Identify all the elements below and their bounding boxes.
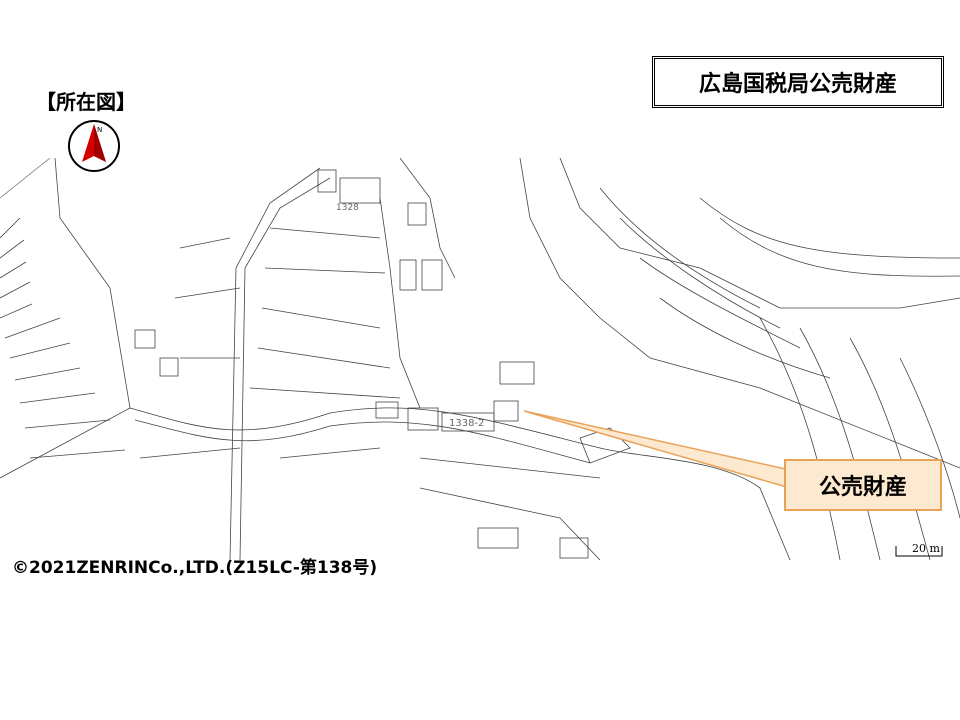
property-callout: 公売財産 bbox=[784, 459, 942, 511]
lot-number: 1338-2 bbox=[449, 418, 484, 429]
north-arrow-icon: N bbox=[68, 120, 120, 172]
scale-bar bbox=[895, 546, 943, 557]
neighbor-lot-number: 1328 bbox=[336, 203, 359, 213]
north-letter: N bbox=[97, 126, 102, 134]
map-canvas: 1328 1338-2 bbox=[0, 158, 960, 560]
scale-label: 20 m bbox=[912, 542, 940, 555]
location-map-label: 【所在図】 bbox=[36, 90, 136, 114]
copyright-notice: ©2021ZENRINCo.,LTD.(Z15LC-第138号) bbox=[12, 558, 378, 578]
page-title: 広島国税局公売財産 bbox=[652, 56, 944, 108]
